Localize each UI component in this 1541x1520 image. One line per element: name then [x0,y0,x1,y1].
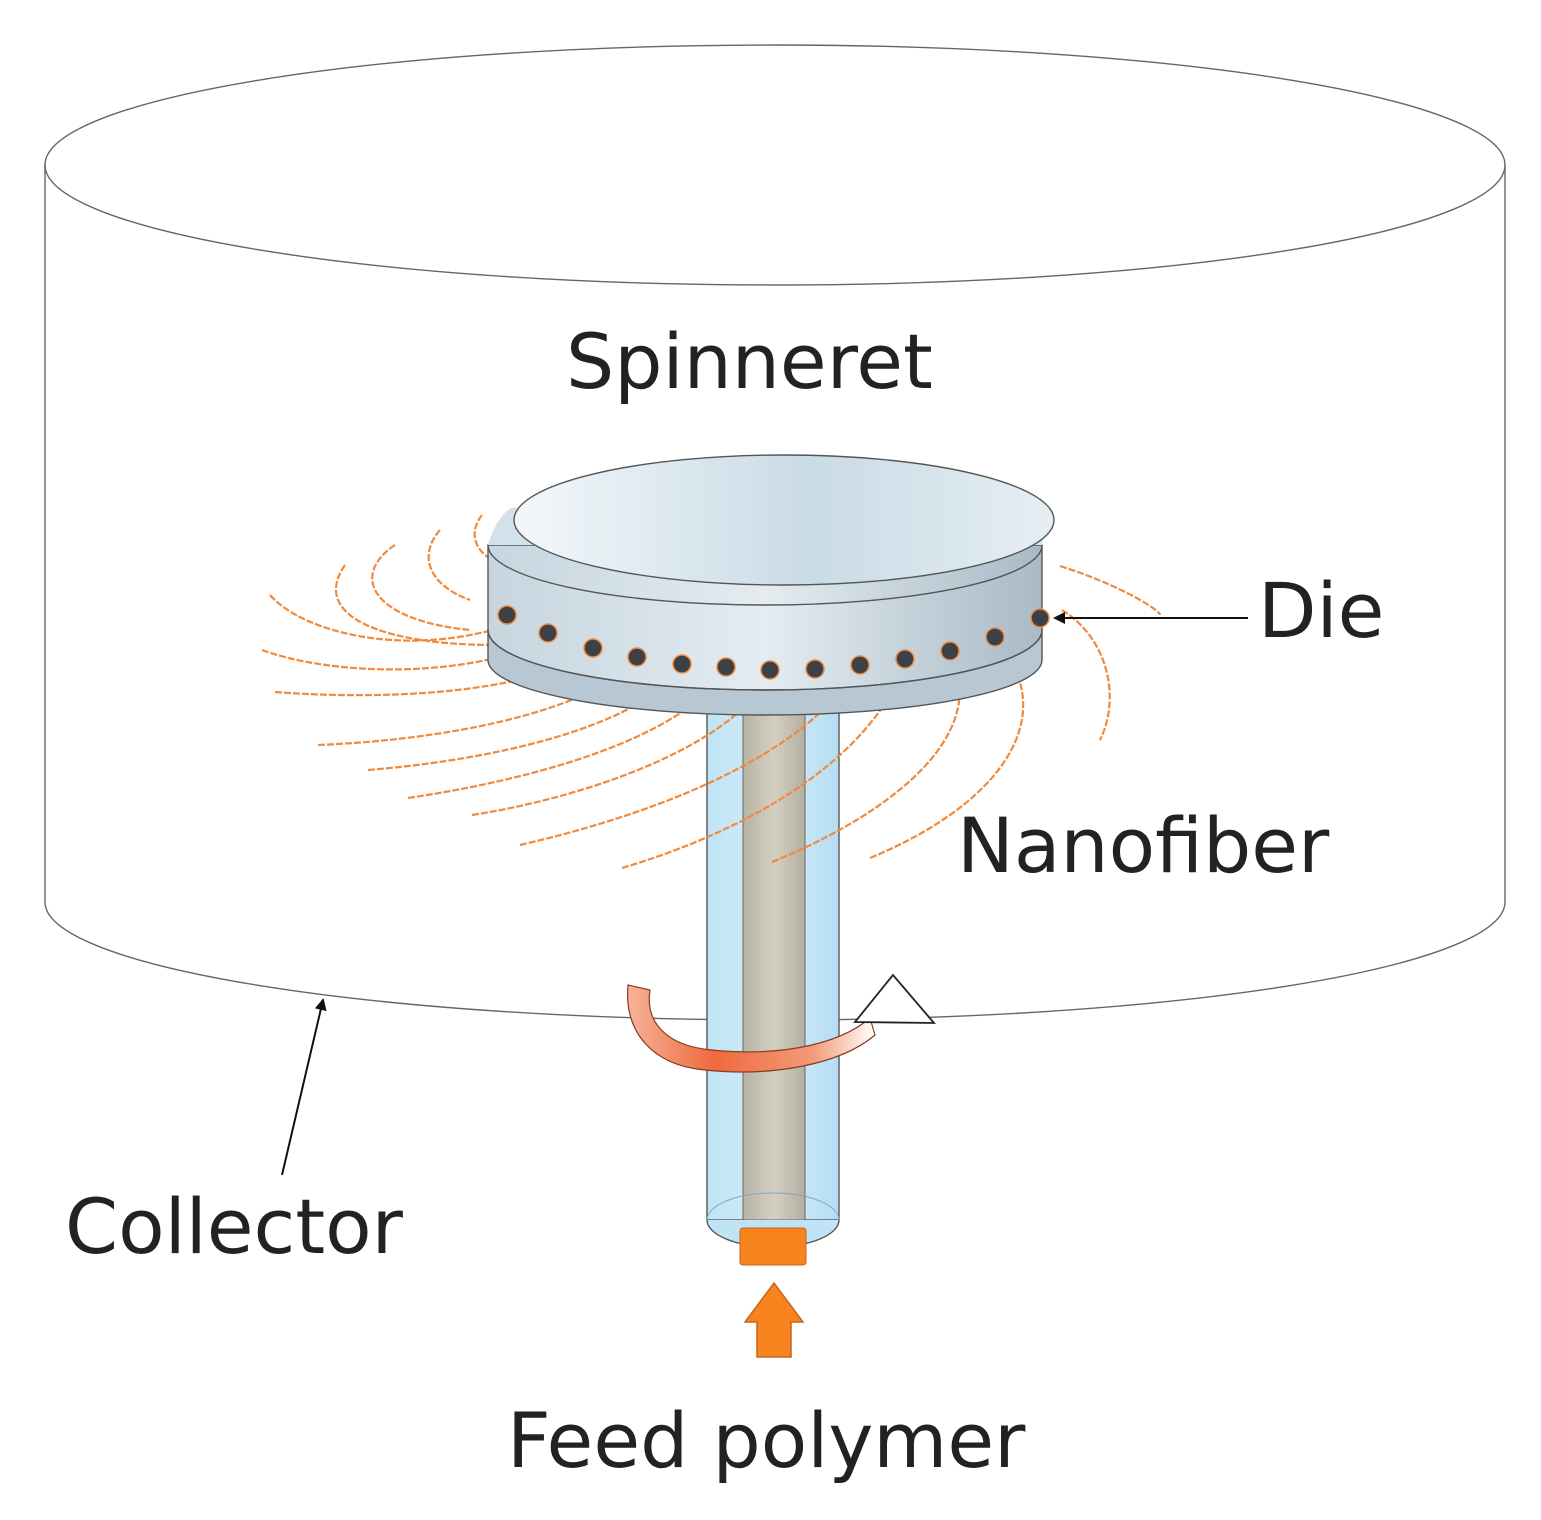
die-hole [850,655,870,675]
label-die: Die [1258,566,1384,655]
die-hole [627,647,647,667]
nanofiber-strand [334,564,496,647]
nanofiber-strand [1061,609,1111,741]
die-hole [985,627,1005,647]
die-hole [672,654,692,674]
feed-arrow-icon [743,1281,805,1358]
label-collector: Collector [65,1182,404,1271]
die-hole [760,660,780,680]
die-hole [805,659,825,679]
die-hole [895,649,915,669]
rotation-arrow-icon [627,973,936,1073]
nanofiber-strand [371,544,471,632]
nanofiber-strand [1059,564,1162,616]
die-hole [940,641,960,661]
shaft-bottom-ellipse-back [706,1192,840,1221]
nanofiber-strand [427,529,471,602]
nanofiber-strand [407,669,727,800]
label-feed-polymer: Feed polymer [507,1396,1026,1485]
die-hole [538,623,558,643]
spinneret-rim-top-edge [487,544,1043,606]
die-hole [583,638,603,658]
die-hole [716,657,736,677]
die-holes [497,605,1050,680]
collector-top-ellipse [44,44,1506,286]
shaft-core [742,699,806,1221]
label-spinneret: Spinneret [566,317,933,406]
spinneret-rim-edge [487,629,1043,691]
die-hole [497,605,517,625]
die-hole [1030,608,1050,628]
nanofiber-strand [269,594,511,642]
feed-polymer-stub [739,1227,807,1266]
spinneret-top [513,454,1055,586]
label-nanofiber: Nanofiber [957,801,1330,890]
shaft [706,699,840,1248]
collector-pointer-arrow [281,998,327,1176]
